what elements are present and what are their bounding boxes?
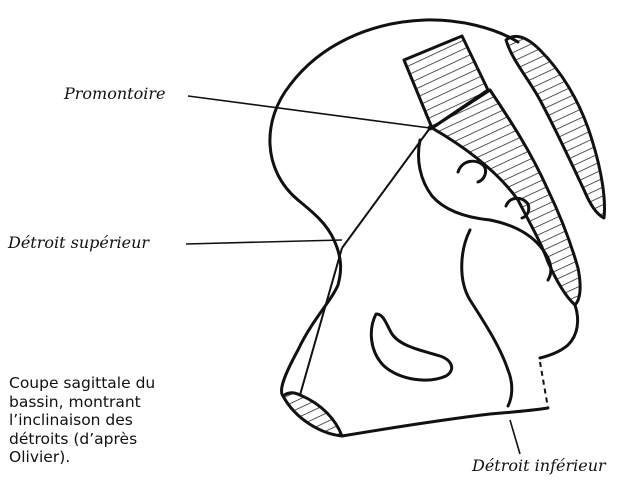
caption-line: détroits (d’après — [9, 430, 209, 449]
caption-line: Olivier). — [9, 448, 209, 467]
inferieur-leader — [510, 420, 520, 454]
promontoire-dot — [428, 126, 433, 131]
label-detroit-inferieur: Détroit inférieur — [472, 458, 606, 474]
caption-line: bassin, montrant — [9, 393, 209, 412]
figure-caption: Coupe sagittale du bassin, montrant l’in… — [9, 374, 209, 467]
caption-line: Coupe sagittale du — [9, 374, 209, 393]
superior-strait-line — [342, 128, 430, 248]
label-detroit-superieur: Détroit supérieur — [8, 235, 149, 251]
curl-upper — [458, 161, 486, 182]
superior-strait-lower — [300, 248, 342, 395]
ischium-contour — [462, 230, 512, 406]
inferior-strait-dashed — [540, 362, 548, 408]
superieur-leader — [186, 240, 342, 244]
caption-line: l’inclinaison des — [9, 411, 209, 430]
iliac-front-outline — [281, 200, 340, 396]
coccyx-curve — [540, 305, 578, 358]
pelvis-bottom — [342, 408, 548, 436]
pubic-symphysis — [283, 393, 342, 436]
promontoire-leader — [188, 96, 430, 128]
obturator-foramen — [371, 314, 451, 380]
label-promontoire: Promontoire — [64, 86, 165, 102]
